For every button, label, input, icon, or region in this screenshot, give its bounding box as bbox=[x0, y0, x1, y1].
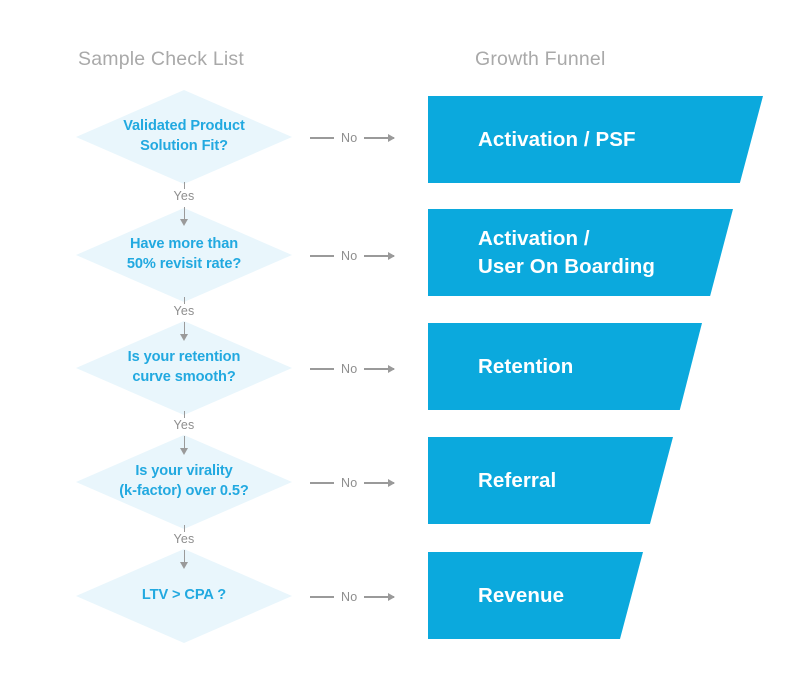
no-connector-3: No bbox=[310, 359, 404, 379]
funnel-stage-revenue[interactable]: Revenue bbox=[428, 552, 643, 639]
arrow-right-icon bbox=[364, 252, 396, 259]
decision-label: LTV > CPA ? bbox=[141, 587, 227, 604]
no-connector-2: No bbox=[310, 246, 404, 266]
funnel-stage-label: Activation / PSF bbox=[478, 127, 636, 151]
yes-connector-4: Yes bbox=[154, 525, 214, 573]
connector-line bbox=[310, 255, 334, 257]
yes-label: Yes bbox=[173, 189, 195, 203]
arrow-down-icon bbox=[180, 322, 188, 341]
yes-label: Yes bbox=[173, 304, 195, 318]
checklist-column-heading: Sample Check List bbox=[78, 48, 244, 70]
arrow-down-icon bbox=[180, 207, 188, 226]
funnel-stage-label: Activation / User On Boarding bbox=[478, 227, 656, 278]
yes-connector-3: Yes bbox=[154, 411, 214, 459]
connector-line bbox=[310, 137, 334, 139]
yes-connector-1: Yes bbox=[154, 182, 214, 230]
funnel-stage-label: Retention bbox=[478, 354, 574, 378]
arrow-right-icon bbox=[364, 479, 396, 486]
connector-line bbox=[310, 482, 334, 484]
decision-label: Have more than 50% revisit rate? bbox=[126, 236, 242, 272]
connector-tick bbox=[183, 525, 186, 532]
connector-line bbox=[310, 596, 334, 598]
yes-connector-2: Yes bbox=[154, 297, 214, 345]
no-label: No bbox=[341, 361, 358, 376]
arrow-down-icon bbox=[180, 550, 188, 569]
funnel-stage-activation-psf[interactable]: Activation / PSF bbox=[428, 96, 763, 183]
decision-ltv-vs-cpa[interactable]: LTV > CPA ? bbox=[76, 549, 292, 643]
decision-label: Is your virality (k-factor) over 0.5? bbox=[119, 463, 249, 499]
no-connector-1: No bbox=[310, 128, 404, 148]
connector-tick bbox=[183, 411, 186, 418]
decision-validated-product-solution-fit[interactable]: Validated Product Solution Fit? bbox=[76, 90, 292, 184]
funnel-stage-retention[interactable]: Retention bbox=[428, 323, 702, 410]
connector-tick bbox=[183, 182, 186, 189]
arrow-right-icon bbox=[364, 593, 396, 600]
arrow-right-icon bbox=[364, 134, 396, 141]
connector-tick bbox=[183, 297, 186, 304]
arrow-right-icon bbox=[364, 365, 396, 372]
arrow-down-icon bbox=[180, 436, 188, 455]
no-label: No bbox=[341, 475, 358, 490]
yes-label: Yes bbox=[173, 532, 195, 546]
funnel-stage-label: Referral bbox=[478, 468, 557, 492]
decision-label: Is your retention curve smooth? bbox=[127, 349, 241, 385]
decision-retention-curve[interactable]: Is your retention curve smooth? bbox=[76, 321, 292, 415]
connector-line bbox=[310, 368, 334, 370]
funnel-stage-referral[interactable]: Referral bbox=[428, 437, 673, 524]
decision-label: Validated Product Solution Fit? bbox=[123, 118, 245, 154]
no-connector-5: No bbox=[310, 587, 404, 607]
no-connector-4: No bbox=[310, 473, 404, 493]
no-label: No bbox=[341, 130, 358, 145]
funnel-column-heading: Growth Funnel bbox=[475, 48, 606, 70]
no-label: No bbox=[341, 248, 358, 263]
no-label: No bbox=[341, 589, 358, 604]
yes-label: Yes bbox=[173, 418, 195, 432]
funnel-stage-label: Revenue bbox=[478, 583, 565, 607]
funnel-stage-activation-user-onboarding[interactable]: Activation / User On Boarding bbox=[428, 209, 733, 296]
